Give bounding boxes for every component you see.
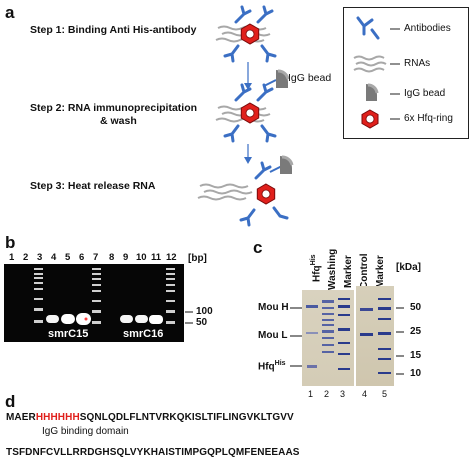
gel-c-lane-2: 2 [324,389,330,399]
legend-icons [353,16,400,129]
sequence-line-1: MAERHHHHHHSQNLQDLFLNTVRKQKISLTIFLINGVKLT… [6,412,294,423]
gel-c-lane-4: 4 [362,389,368,399]
gel-c-band-hfq: HfqHis [258,360,286,373]
gel-b-lane-12: 12 [166,252,177,263]
rna-icon [353,55,387,73]
gel-c-lane-1: 1 [308,389,314,399]
gel-b-lane-6: 6 [79,252,85,263]
legend-label-igg-bead: IgG bead [404,88,446,99]
panel-label-b: b [5,233,16,252]
gel-b-marker-50: 50 [196,317,208,328]
gel-c-lane-5: 5 [382,389,388,399]
gel-c-bands [306,298,391,374]
panel-label-d: d [5,392,16,411]
gel-b-lane-10: 10 [136,252,147,263]
step-2-label: Step 2: RNA immunoprecipitation [30,102,198,114]
gel-b-lane-2: 2 [23,252,29,263]
legend-label-hfq-ring: 6x Hfq-ring [404,113,453,124]
igg-bead-callout: IgG bead [288,72,332,84]
gel-b-marker-ticks [185,311,193,324]
gel-b-lane-9: 9 [123,252,129,263]
gel-b-lane-1: 1 [9,252,15,263]
gel-c-mw-25: 25 [410,326,422,337]
gel-c-header-control: Control [359,253,370,289]
gel-c-mw-10: 10 [410,368,422,379]
gel-c-mw-15: 15 [410,350,422,361]
step-3-label: Step 3: Heat release RNA [30,180,156,192]
gel-c-band-ticks [290,307,302,367]
legend-label-antibodies: Antibodies [404,23,451,34]
antibody-icon [356,16,380,40]
sequence-line-2: TSFDNFCVLLRRDGHSQLVYKHAISTIMPGQPLQMFENEE… [6,447,300,458]
gel-c-lane-numbers: 1 2 3 4 5 [306,389,398,401]
gel-b-label-smrc16: smrC16 [123,328,164,340]
gel-b-lane-numbers: 1 2 3 4 5 6 7 8 9 10 11 12 [4,252,204,264]
gel-c-band-mou-h: Mou H [258,302,289,313]
gel-b-marker-100: 100 [196,306,213,317]
gel-b-lane-3: 3 [37,252,43,263]
gel-c-header-hfq: HfqHis [310,254,323,282]
step-1-label: Step 1: Binding Anti His-antibody [30,24,197,36]
gel-b-lane-4: 4 [51,252,57,263]
gel-c-header-washing: Washing [327,248,338,290]
gel-c-header-marker-1: Marker [343,255,354,288]
legend-label-rnas: RNAs [404,58,431,69]
step-2-label-cont: & wash [100,115,137,127]
gel-c-header-marker-2: Marker [375,255,386,288]
panel-label-a: a [5,3,15,22]
gel-b-lane-8: 8 [109,252,115,263]
gel-b-label-smrc15: smrC15 [48,328,89,340]
step1-complex [215,5,277,63]
step2-complex [215,69,290,143]
gel-b-unit: [bp] [188,253,207,264]
gel-b-lane-5: 5 [65,252,71,263]
gel-b-bands [34,268,175,325]
igg-binding-domain-label: IgG binding domain [42,426,129,437]
gel-c-lane-3: 3 [340,389,346,399]
legend: Antibodies RNAs IgG bead 6x Hfq-ring [343,7,469,139]
hfq-ring-icon [361,109,379,129]
igg-bead-icon [366,83,379,101]
gel-c-band-mou-l: Mou L [258,330,288,341]
agarose-gel: smrC15 smrC16 [4,264,184,342]
gel-b-lane-7: 7 [93,252,99,263]
step3-complex [197,155,294,227]
gel-b-lane-11: 11 [151,252,162,263]
his-tag: HHHHHH [35,412,80,423]
gel-c-unit: [kDa] [396,262,422,273]
gel-c-mw-ticks [396,307,404,375]
workflow-diagram [197,5,294,227]
gel-c-mw-50: 50 [410,302,422,313]
panel-label-c: c [253,238,263,257]
